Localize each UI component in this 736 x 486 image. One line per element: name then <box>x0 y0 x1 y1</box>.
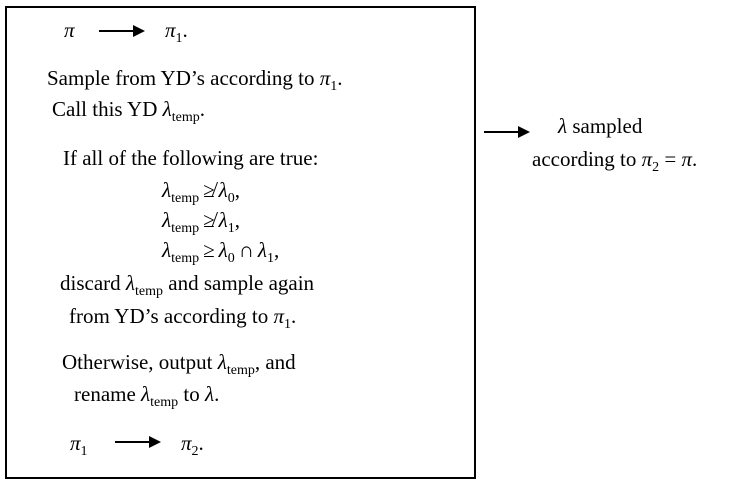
procedure-box <box>5 6 476 479</box>
condition-row-1: λtemp≱λ0, <box>162 178 240 206</box>
bottom-arrow <box>115 436 161 448</box>
bottom-target: π2. <box>181 431 204 459</box>
condition-row-2: λtemp≱λ1, <box>162 208 240 236</box>
output-arrow <box>484 126 530 138</box>
pi1-symbol: π <box>165 18 176 42</box>
condition-intro: If all of the following are true: <box>63 146 319 170</box>
output-line-1: λ sampled <box>558 114 643 138</box>
bottom-source: π1 <box>70 431 88 459</box>
top-transition: π <box>64 18 75 42</box>
otherwise-line-1: Otherwise, output λtemp, and <box>62 350 296 378</box>
pi-symbol: π <box>64 18 75 42</box>
condition-row-3: λtemp≥λ0∩λ1, <box>162 238 280 266</box>
discard-line: discard λtemp and sample again <box>60 271 315 299</box>
top-target: π1. <box>165 18 188 46</box>
sample-line-2: Call this YD λtemp. <box>52 97 205 125</box>
sample-line-1: Sample from YD’s according to π1. <box>47 66 343 94</box>
otherwise-line-2: rename λtemp to λ. <box>74 382 220 410</box>
resample-line: from YD’s according to π1. <box>69 304 297 332</box>
top-arrow <box>99 25 145 37</box>
output-line-2: according to π2 = π. <box>532 147 698 175</box>
